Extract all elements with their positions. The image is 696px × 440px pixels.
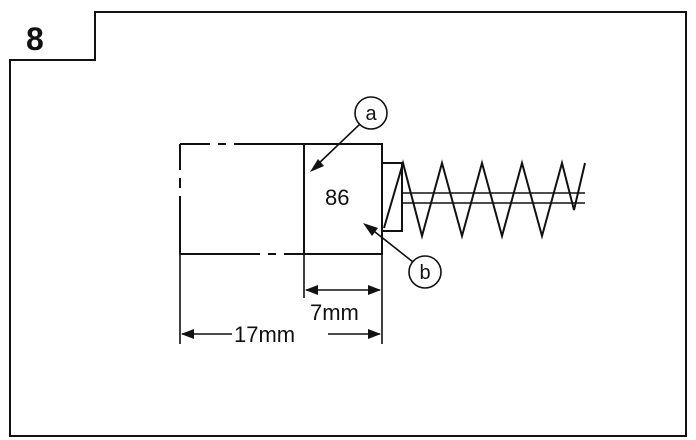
old-position-outline xyxy=(179,143,306,255)
callout-b-label: b xyxy=(419,262,430,284)
dimension-outer: 17mm xyxy=(181,322,381,347)
extension-lines xyxy=(179,254,383,344)
callout-a: a xyxy=(310,96,388,172)
spring-seat xyxy=(381,162,403,232)
callout-a-label: a xyxy=(365,103,377,125)
coil-spring xyxy=(383,159,586,240)
callout-b: b xyxy=(363,223,442,289)
step-number: 8 xyxy=(26,21,44,57)
part-number: 86 xyxy=(325,185,349,210)
dimension-inner: 7mm xyxy=(305,285,381,325)
dimension-outer-label: 17mm xyxy=(234,322,295,347)
figure-frame xyxy=(9,11,687,437)
dimension-inner-label: 7mm xyxy=(310,300,359,325)
